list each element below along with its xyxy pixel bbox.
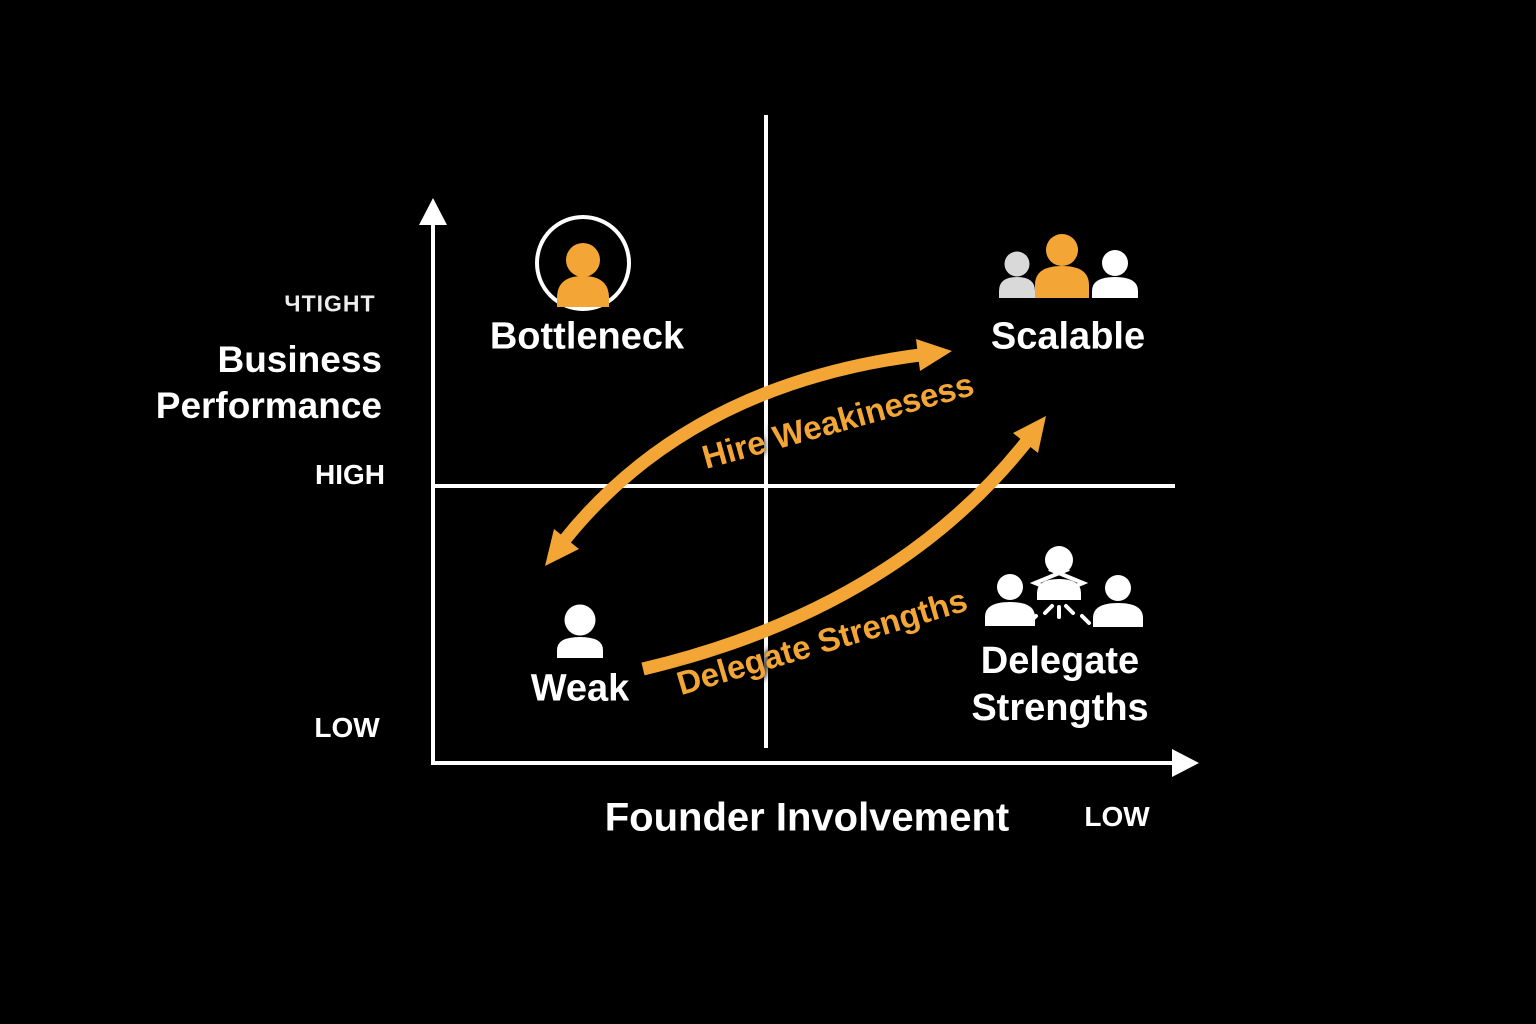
y-axis-title: Business Performance (156, 337, 382, 429)
quadrant-label-delegate-strengths: Delegate Strengths (971, 638, 1148, 732)
y-axis-low-label: LOW (314, 712, 380, 743)
hire-weaknesses-arrow (545, 339, 952, 566)
x-axis-title: Founder Involvement (604, 795, 1010, 840)
delegate-strengths-arrow (641, 416, 1046, 676)
y-axis-high-label: HIGH (315, 459, 385, 490)
y-axis-title-line2: Performance (155, 385, 382, 426)
watermark-text: ЧTIGHT (284, 290, 376, 317)
person-icon (557, 604, 603, 658)
quadrant-label-delegate-line1: Delegate (980, 640, 1140, 682)
y-axis-arrowhead-icon (419, 198, 447, 225)
quadrant-label-delegate-line2: Strengths (971, 687, 1149, 729)
person-in-circle-icon (535, 215, 631, 311)
x-axis-low-label: LOW (1084, 801, 1150, 832)
x-axis-arrowhead-icon (1172, 749, 1199, 777)
quadrant-label-bottleneck: Bottleneck (489, 315, 685, 358)
x-axis-line (431, 761, 1181, 765)
vertical-divider-line (764, 115, 768, 748)
arrowhead-down-left-icon (545, 529, 579, 566)
quadrant-label-weak: Weak (530, 667, 630, 710)
quadrant-label-scalable: Scalable (990, 315, 1146, 358)
delegation-network-icon (985, 546, 1143, 627)
y-axis-title-line1: Business (217, 339, 382, 380)
arrowhead-up-right-icon (1013, 416, 1046, 453)
horizontal-divider-line (433, 484, 1175, 488)
arrowhead-right-icon (916, 339, 952, 371)
team-icon (999, 234, 1138, 298)
